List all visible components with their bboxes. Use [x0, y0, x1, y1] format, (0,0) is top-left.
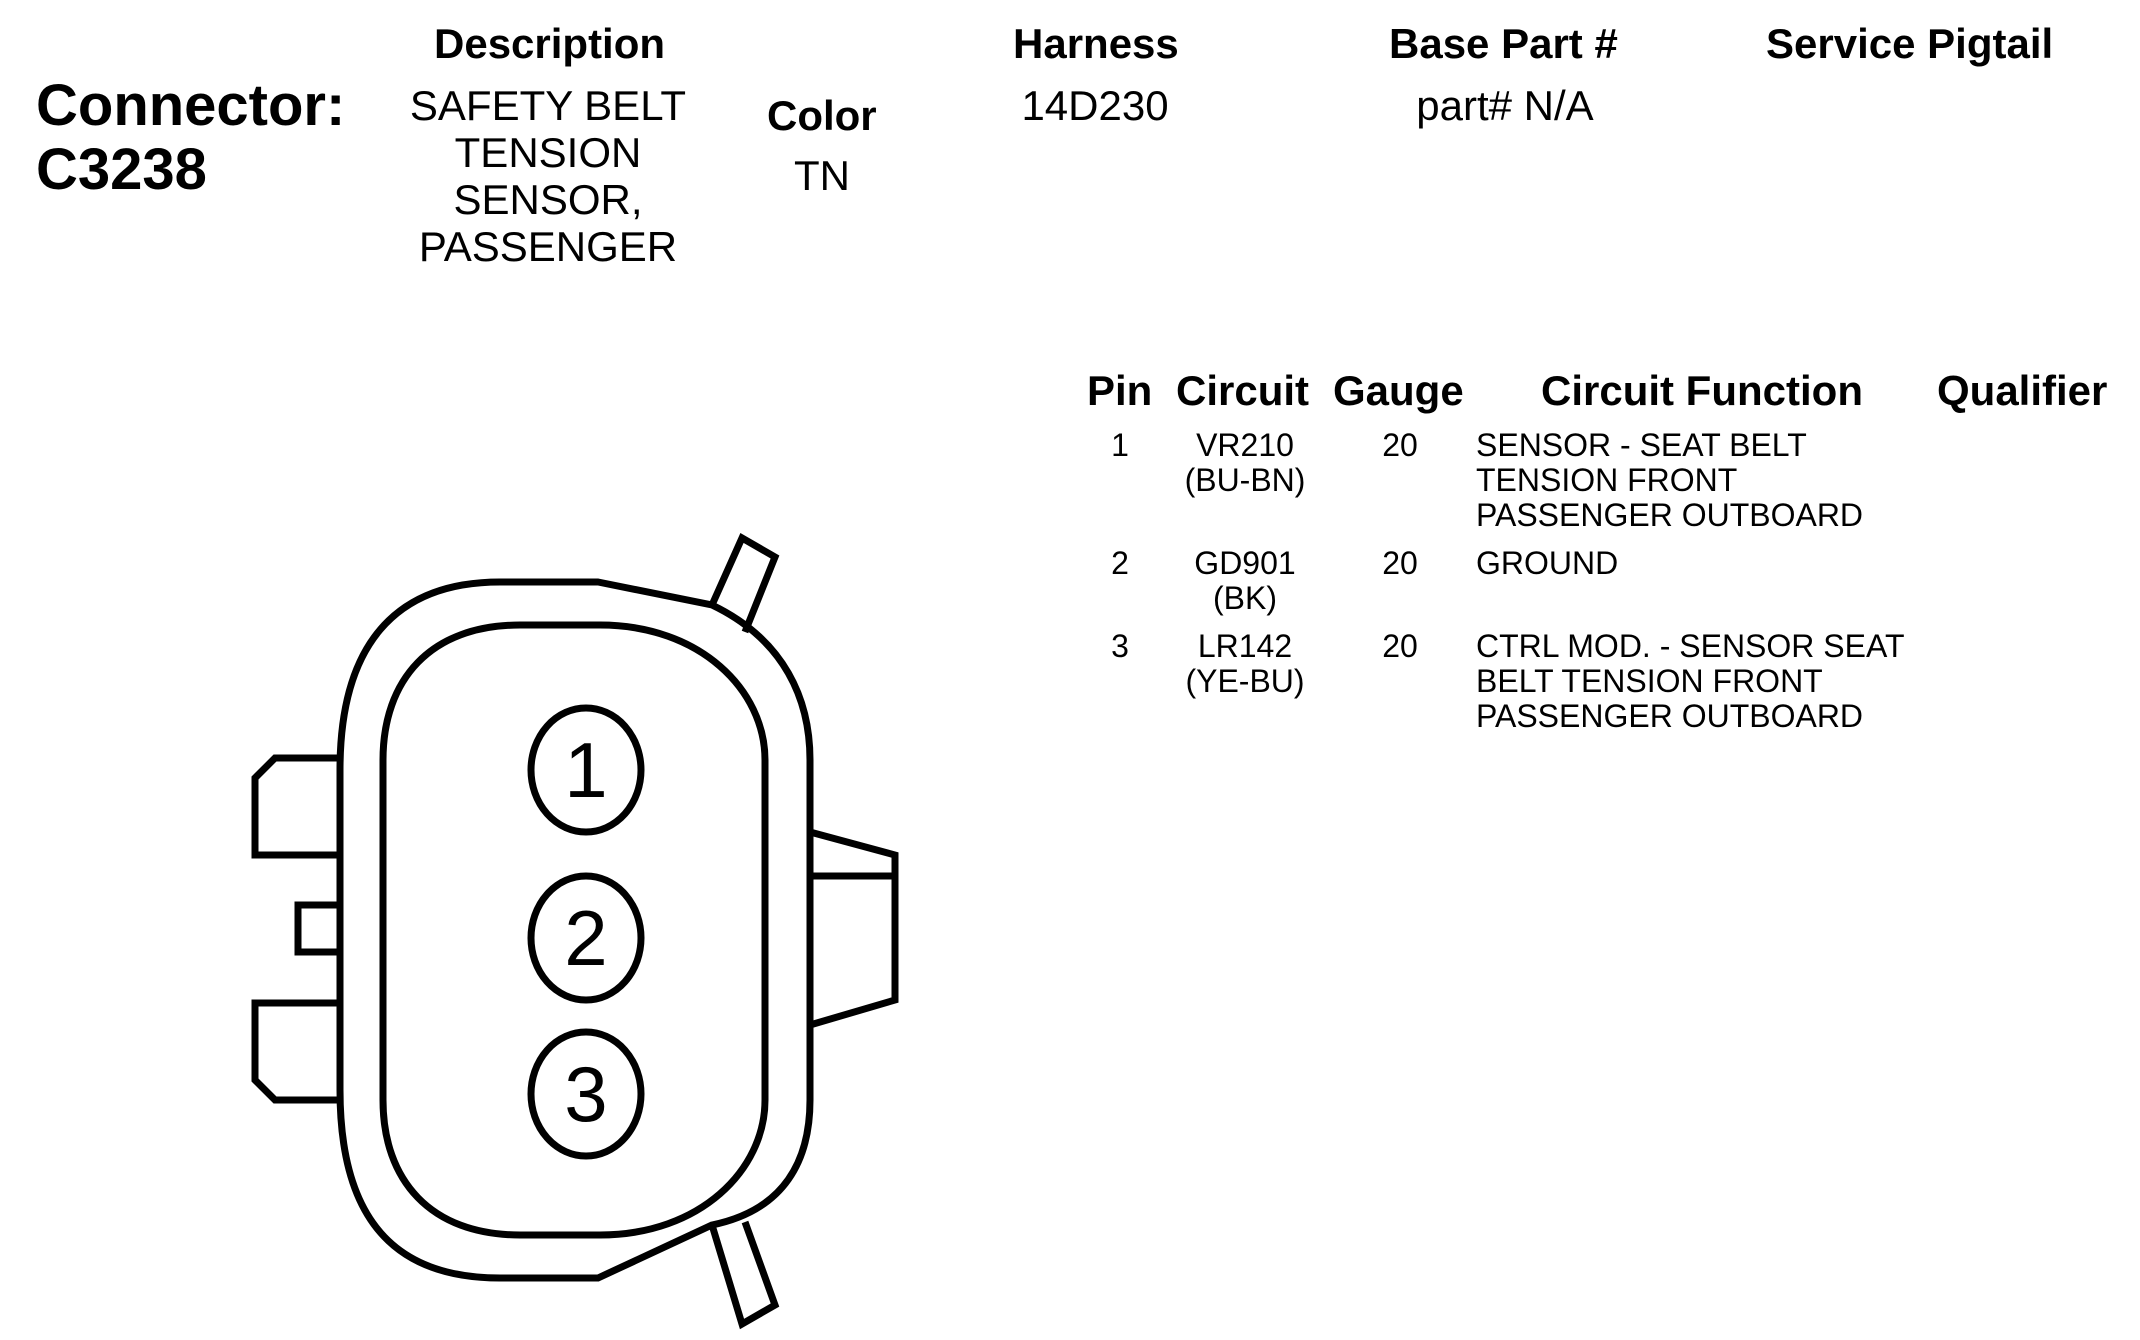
description-value: SAFETY BELT TENSION SENSOR, PASSENGER: [398, 82, 698, 270]
pin-1-circle: [527, 704, 645, 836]
bottom-key-tab: [708, 1220, 780, 1330]
connector-title: Connector: C3238: [36, 74, 345, 202]
base-part-value: part# N/A: [1416, 82, 1594, 129]
connector-label: Connector:: [36, 73, 346, 138]
left-upper-latch: [251, 754, 340, 859]
row-1-circuit-id: VR210: [1196, 427, 1294, 463]
connector-inner-cavity: [379, 621, 769, 1239]
row-3-circuit: LR142 (YE-BU): [1160, 629, 1330, 699]
qualifier-column-header: Qualifier: [1937, 367, 2108, 414]
gauge-column-header: Gauge: [1333, 367, 1464, 414]
description-line: SAFETY BELT: [409, 82, 687, 129]
row-1-wire-color: (BU-BN): [1184, 462, 1306, 498]
row-2-circuit: GD901 (BK): [1160, 546, 1330, 616]
row-1-function: SENSOR - SEAT BELT TENSION FRONT PASSENG…: [1476, 428, 1863, 533]
circuit-column-header: Circuit: [1176, 367, 1310, 414]
color-header: Color: [767, 92, 877, 139]
circuit-function-column-header: Circuit Function: [1541, 367, 1863, 414]
row-3-function-line: PASSENGER OUTBOARD: [1476, 698, 1864, 734]
description-line: SENSOR,: [453, 176, 643, 223]
color-value: TN: [794, 152, 850, 199]
row-3-wire-color: (YE-BU): [1185, 663, 1305, 699]
description-line: TENSION: [454, 129, 642, 176]
service-pigtail-header: Service Pigtail: [1766, 20, 2054, 67]
left-middle-latch: [294, 901, 340, 956]
pin-1-number: 1: [564, 726, 607, 814]
pin-3-number: 3: [564, 1050, 607, 1138]
row-1-function-line: SENSOR - SEAT BELT: [1476, 427, 1807, 463]
row-1-gauge: 20: [1382, 427, 1418, 463]
pin-3-circle: [527, 1028, 645, 1160]
row-2-function-line: GROUND: [1476, 545, 1619, 581]
row-3-function-line: BELT TENSION FRONT: [1476, 663, 1823, 699]
row-2-wire-color: (BK): [1213, 580, 1277, 616]
harness-header: Harness: [1013, 20, 1179, 67]
pin-column-header: Pin: [1087, 367, 1153, 414]
right-latch: [809, 828, 899, 1029]
row-3-function: CTRL MOD. - SENSOR SEAT BELT TENSION FRO…: [1476, 629, 1904, 734]
harness-value: 14D230: [1021, 82, 1169, 129]
row-2-function: GROUND: [1476, 546, 1618, 581]
pin-2-circle: [527, 872, 645, 1004]
description-header: Description: [434, 20, 666, 67]
row-3-pin: 3: [1111, 628, 1129, 664]
row-2-gauge: 20: [1382, 545, 1418, 581]
row-3-function-line: CTRL MOD. - SENSOR SEAT: [1476, 628, 1905, 664]
connector-id: C3238: [36, 137, 207, 202]
connector-outer-shell: [336, 578, 814, 1282]
pin-2-number: 2: [564, 894, 607, 982]
description-line: PASSENGER: [418, 223, 678, 270]
top-key-tab: [708, 533, 780, 634]
row-3-circuit-id: LR142: [1197, 628, 1293, 664]
row-2-circuit-id: GD901: [1194, 545, 1296, 581]
row-1-pin: 1: [1111, 427, 1129, 463]
row-2-pin: 2: [1111, 545, 1129, 581]
row-1-function-line: TENSION FRONT: [1476, 462, 1738, 498]
row-1-circuit: VR210 (BU-BN): [1160, 428, 1330, 498]
base-part-header: Base Part #: [1389, 20, 1618, 67]
row-1-function-line: PASSENGER OUTBOARD: [1476, 497, 1864, 533]
left-lower-latch: [251, 999, 340, 1104]
row-3-gauge: 20: [1382, 628, 1418, 664]
